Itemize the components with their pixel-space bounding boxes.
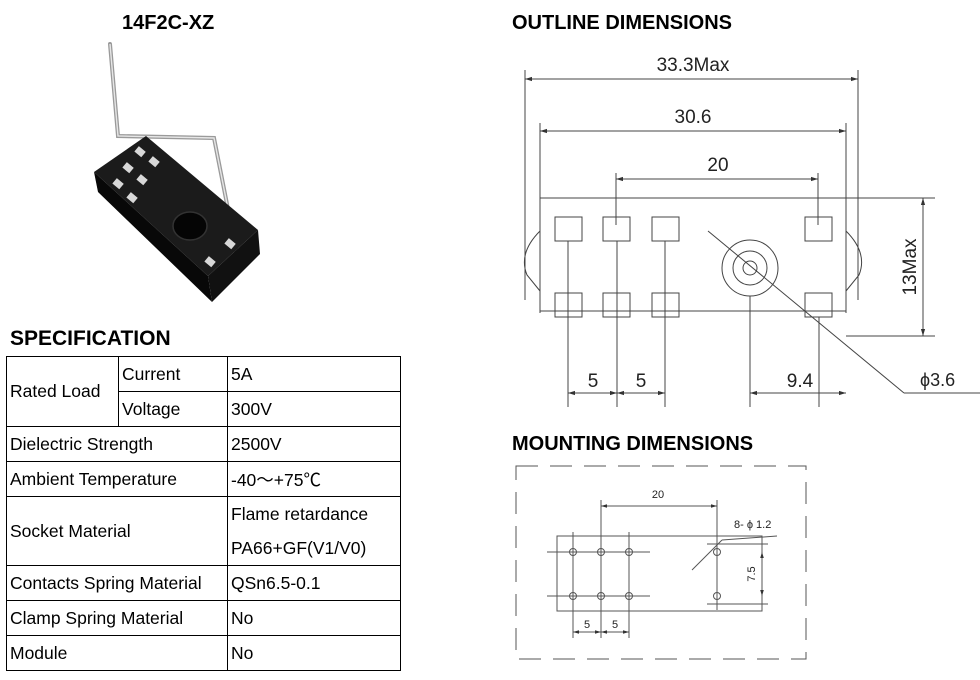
dim-overall-label: 33.3Max <box>657 55 730 76</box>
table-row: Voltage 300V <box>7 391 401 427</box>
mount-span-label: 20 <box>652 489 664 501</box>
dim-body-label: 30.6 <box>675 107 712 128</box>
socket-outline-body <box>539 197 847 312</box>
table-row: Rated Load Current 5A <box>6 356 401 427</box>
mount-pitch-b-label: 5 <box>612 619 618 631</box>
table-row: PA66+GF(V1/V0) <box>7 531 401 566</box>
socket-product-photo <box>94 42 260 302</box>
mounting-dimensions-drawing: 20 8- ϕ 1.2 7.5 5 5 <box>515 465 807 660</box>
table-row: Contacts Spring Material QSn6.5-0.1 <box>6 565 401 601</box>
spec-label: Module <box>6 635 228 671</box>
specification-heading: SPECIFICATION <box>10 327 171 350</box>
table-row: Clamp Spring Material No <box>6 600 401 636</box>
spec-value: No <box>227 635 401 671</box>
spec-value-line1: Flame retardance <box>227 496 401 531</box>
spec-value: 2500V <box>227 426 401 462</box>
voltage-value: 300V <box>227 391 401 427</box>
mount-pitch-a-label: 5 <box>584 619 590 631</box>
specification-table: Rated Load Current 5A Voltage 300V Diele… <box>6 356 401 671</box>
spec-label: Socket Material <box>6 496 228 566</box>
mounting-dimensions-heading: MOUNTING DIMENSIONS <box>512 433 754 455</box>
product-model-title: 14F2C-XZ <box>122 12 215 34</box>
outline-dimensions-drawing: 33.3Max 30.6 20 13Max 5 5 9.4 ϕ3.6 <box>523 55 980 407</box>
mount-hole-label: 8- ϕ 1.2 <box>734 519 771 531</box>
current-value: 5A <box>227 356 401 392</box>
dim-height-label: 13Max <box>900 238 921 296</box>
outline-dimensions-heading: OUTLINE DIMENSIONS <box>512 12 733 34</box>
spec-label: Ambient Temperature <box>6 461 228 497</box>
current-label: Current <box>118 356 228 392</box>
table-row: Dielectric Strength 2500V <box>6 426 401 462</box>
voltage-label: Voltage <box>118 391 228 427</box>
table-row: Ambient Temperature -40～+75℃ <box>6 461 401 497</box>
mounting-hole <box>721 239 779 297</box>
spec-value: -40～+75℃ <box>227 461 401 497</box>
spec-value: QSn6.5-0.1 <box>227 565 401 601</box>
socket-body <box>94 136 260 302</box>
dim-hole-label: ϕ3.6 <box>920 370 955 390</box>
dim-offset-label: 9.4 <box>787 371 814 392</box>
mount-row-label: 7.5 <box>746 566 758 581</box>
spec-label: Contacts Spring Material <box>6 565 228 601</box>
rated-load-label: Rated Load <box>6 356 119 427</box>
dim-pitch-b-label: 5 <box>636 371 647 392</box>
dim-span-label: 20 <box>707 155 728 176</box>
table-row: Socket Material Flame retardance <box>6 496 401 566</box>
spec-value: No <box>227 600 401 636</box>
dim-pitch-a-label: 5 <box>588 371 599 392</box>
table-row: Module No <box>6 635 401 671</box>
spec-label: Dielectric Strength <box>6 426 228 462</box>
spec-label: Clamp Spring Material <box>6 600 228 636</box>
mounting-frame <box>515 465 807 660</box>
spec-value-line2: PA66+GF(V1/V0) <box>227 531 401 566</box>
